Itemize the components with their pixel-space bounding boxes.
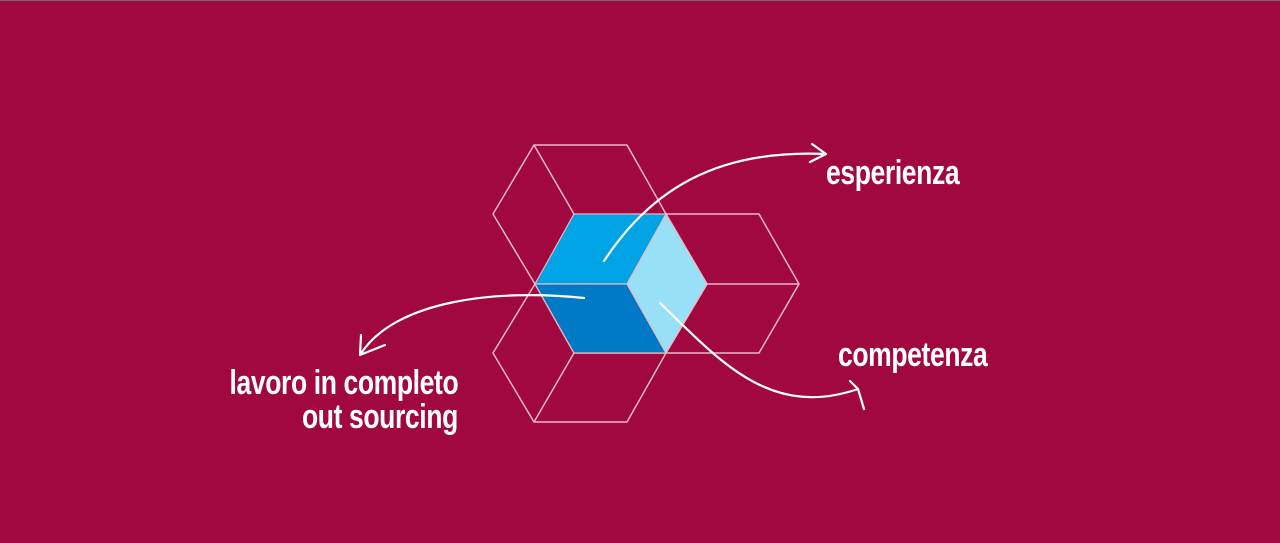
cube-right-face <box>626 212 708 355</box>
arrow-outsourcing <box>358 294 586 357</box>
label-experience: esperienza <box>826 154 960 192</box>
label-outsourcing-line1: lavoro in completo <box>229 364 458 402</box>
label-outsourcing-line2: out sourcing <box>302 398 458 436</box>
upper-left-inner-edge <box>533 144 575 215</box>
arrow-experience <box>602 142 828 263</box>
arrow-competence <box>658 301 866 411</box>
lower-inner-edge <box>533 352 575 423</box>
label-competence: competenza <box>838 336 988 374</box>
